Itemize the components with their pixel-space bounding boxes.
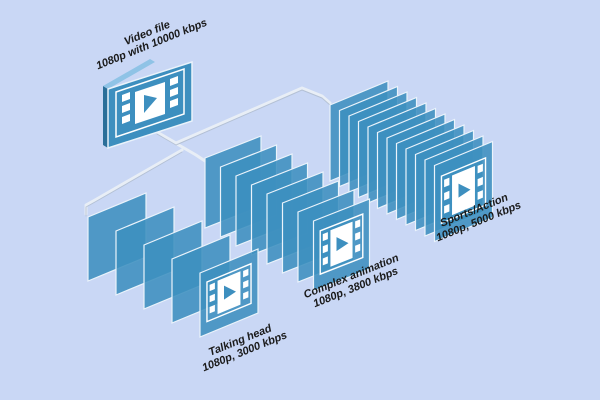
source-video-block xyxy=(103,59,193,150)
talking-head-film-icon xyxy=(206,262,252,323)
sports-action-film-icon xyxy=(440,156,487,225)
sports-action-frame-stack xyxy=(329,80,494,243)
complex-animation-frame-stack xyxy=(204,135,371,292)
source-film-icon xyxy=(115,67,185,139)
complex-animation-frame xyxy=(312,198,371,292)
talking-head-frame-stack xyxy=(87,192,259,338)
complex-animation-film-icon xyxy=(319,213,364,276)
talking-head-frame xyxy=(199,248,259,338)
connector-branch-mid xyxy=(163,135,207,163)
sports-action-frame xyxy=(433,140,494,243)
